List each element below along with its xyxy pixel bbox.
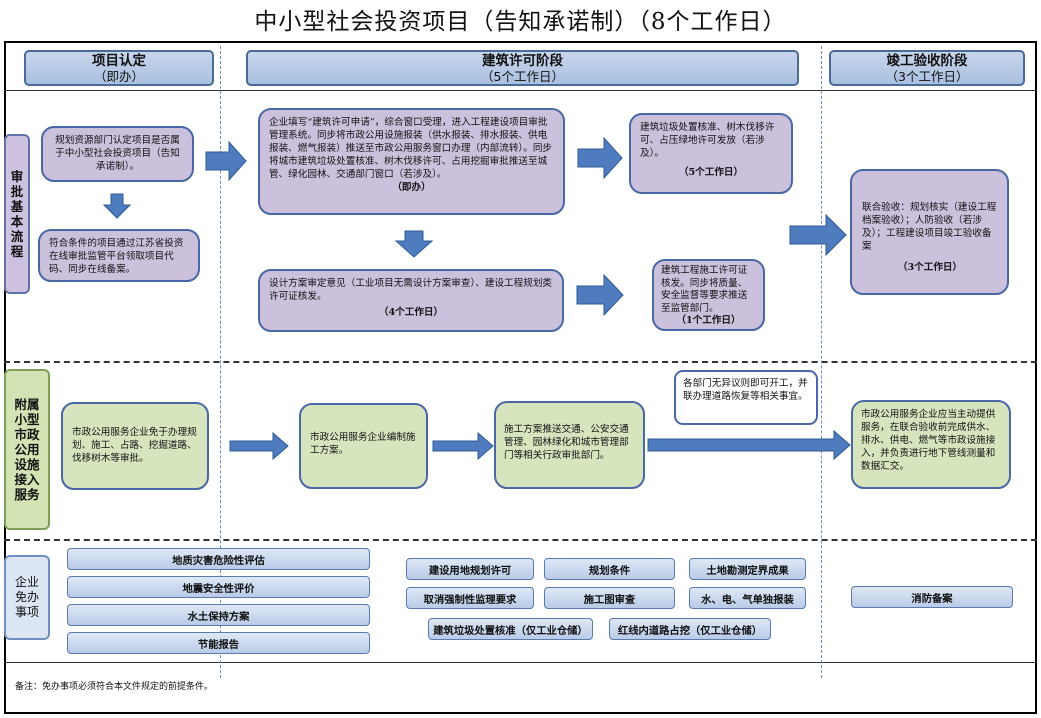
exempt-item: 水、电、气单独报装 [689,587,806,609]
project-identification-box: 规划资源部门认定项目是否属于中小型社会投资项目（告知承诺制）。 [41,126,194,182]
right-arrow [789,214,847,256]
row-label-text: 企业免办事项 [14,575,39,619]
start-construction-box: 各部门无异议则即可开工，并联办理道路恢复等相关事宜。 [674,370,818,425]
stage-header-building-permit: 建筑许可阶段 （5个工作日） [246,50,799,86]
utility-exemption-box: 市政公用服务企业免于办理规划、施工、占路、挖掘道路、伐移树木等审批。 [61,402,209,490]
stage-header-title: 建筑许可阶段 [482,53,563,69]
utility-connection-box: 市政公用服务企业应当主动提供服务，在联合验收前完成供水、排水、供电、燃气等市政设… [851,400,1011,489]
stage-header-title: 项目认定 [92,53,146,69]
page-title: 中小型社会投资项目（告知承诺制）（8个工作日） [254,9,787,35]
header-divider [4,90,1037,91]
right-arrow [229,432,289,460]
stage-header-completion-acceptance: 竣工验收阶段 （3个工作日） [829,50,1025,86]
stage-header-duration: （3个工作日） [885,69,969,84]
box-text: 符合条件的项目通过江苏省投资在线审批监管平台领取项目代码、同步在线备案。 [49,238,184,275]
right-arrow [432,432,494,460]
exempt-item: 建筑垃圾处置核准（仅工业仓储） [428,618,593,640]
row-label-exempt-items: 企业免办事项 [4,555,50,640]
right-arrow [205,141,247,181]
permit-application-box: 企业填写“建筑许可申请”，综合窗口受理，进入工程建设项目审批管理系统。同步将市政… [258,108,565,215]
row-label-text: 审批基本流程 [10,169,24,259]
exempt-item: 地震安全性评价 [67,576,370,598]
box-text: 市政公用服务企业应当主动提供服务，在联合验收前完成供水、排水、供电、燃气等市政设… [861,409,996,472]
box-text: 联合验收：规划核实（建设工程档案验收）；人防验收（若涉及）；工程建设项目竣工验收… [862,202,997,252]
exempt-item: 水土保持方案 [67,604,370,626]
right-arrow [576,274,624,316]
down-arrow [103,193,131,219]
row-divider-2 [4,539,1037,541]
box-text: 各部门无异议则即可开工，并联办理道路恢复等相关事宜。 [683,378,808,402]
box-text: 设计方案审定意见（工业项目无需设计方案审查）、建设工程规划类许可证核发。 [269,278,553,302]
long-right-arrow [647,430,851,460]
box-text: 市政公用服务企业免于办理规划、施工、占路、挖掘道路、伐移树木等审批。 [72,427,197,464]
box-duration: （3个工作日） [897,262,963,273]
exempt-item: 节能报告 [67,632,370,654]
waste-tree-permit-box: 建筑垃圾处置核准、树木伐移许可、占压绿地许可发放（若涉及）。 （5个工作日） [629,113,793,194]
box-duration: （即办） [392,182,431,193]
down-arrow [395,230,433,258]
construction-plan-box: 市政公用服务企业编制施工方案。 [299,403,428,489]
box-text: 规划资源部门认定项目是否属于中小型社会投资项目（告知承诺制）。 [55,135,180,172]
design-review-box: 设计方案审定意见（工业项目无需设计方案审查）、建设工程规划类许可证核发。 （4个… [258,269,564,332]
right-arrow [577,137,623,179]
exempt-item: 土地勘测定界成果 [689,558,806,580]
exempt-item: 施工图审查 [544,587,675,609]
exempt-item: 取消强制性监理要求 [406,587,534,609]
row-label-approval-process: 审批基本流程 [4,134,30,294]
exempt-item: 红线内道路占挖（仅工业仓储） [609,618,771,640]
box-duration: （5个工作日） [678,167,744,178]
construction-permit-box: 建筑工程施工许可证核发。同步将质量、安全监督等要求推送至监管部门。 （1个工作日… [652,259,765,331]
row-divider-1 [4,361,1037,363]
exempt-item: 规划条件 [544,558,675,580]
column-divider-2 [821,46,822,678]
box-text: 建筑垃圾处置核准、树木伐移许可、占压绿地许可发放（若涉及）。 [640,122,775,159]
box-text: 施工方案推送交通、公安交通管理、园林绿化和城市管理部门等相关行政审批部门。 [504,424,629,461]
box-duration: （1个工作日） [676,315,741,326]
column-divider-1 [220,46,221,678]
row-label-utility-service: 附属小型市政公用设施接入服务 [4,369,50,530]
box-text: 建筑工程施工许可证核发。同步将质量、安全监督等要求推送至监管部门。 [661,265,748,314]
stage-header-duration: （即办） [93,69,144,84]
box-text: 市政公用服务企业编制施工方案。 [310,432,416,456]
exempt-item: 地质灾害危险性评估 [67,548,370,570]
stage-header-duration: （5个工作日） [481,69,564,84]
note-divider [4,662,1037,663]
plan-forwarding-box: 施工方案推送交通、公安交通管理、园林绿化和城市管理部门等相关行政审批部门。 [494,401,645,489]
exempt-item: 消防备案 [851,586,1013,608]
stage-header-project-identification: 项目认定 （即办） [24,50,214,86]
row-label-text: 附属小型市政公用设施接入服务 [14,397,40,502]
joint-acceptance-box: 联合验收：规划核实（建设工程档案验收）；人防验收（若涉及）；工程建设项目竣工验收… [850,169,1009,295]
footnote: 备注：免办事项必须符合本文件规定的前提条件。 [15,682,214,692]
exempt-item: 建设用地规划许可 [406,558,534,580]
stage-header-title: 竣工验收阶段 [886,53,968,69]
box-duration: （4个工作日） [378,307,444,318]
project-code-box: 符合条件的项目通过江苏省投资在线审批监管平台领取项目代码、同步在线备案。 [38,229,200,282]
box-text: 企业填写“建筑许可申请”，综合窗口受理，进入工程建设项目审批管理系统。同步将市政… [269,117,553,180]
